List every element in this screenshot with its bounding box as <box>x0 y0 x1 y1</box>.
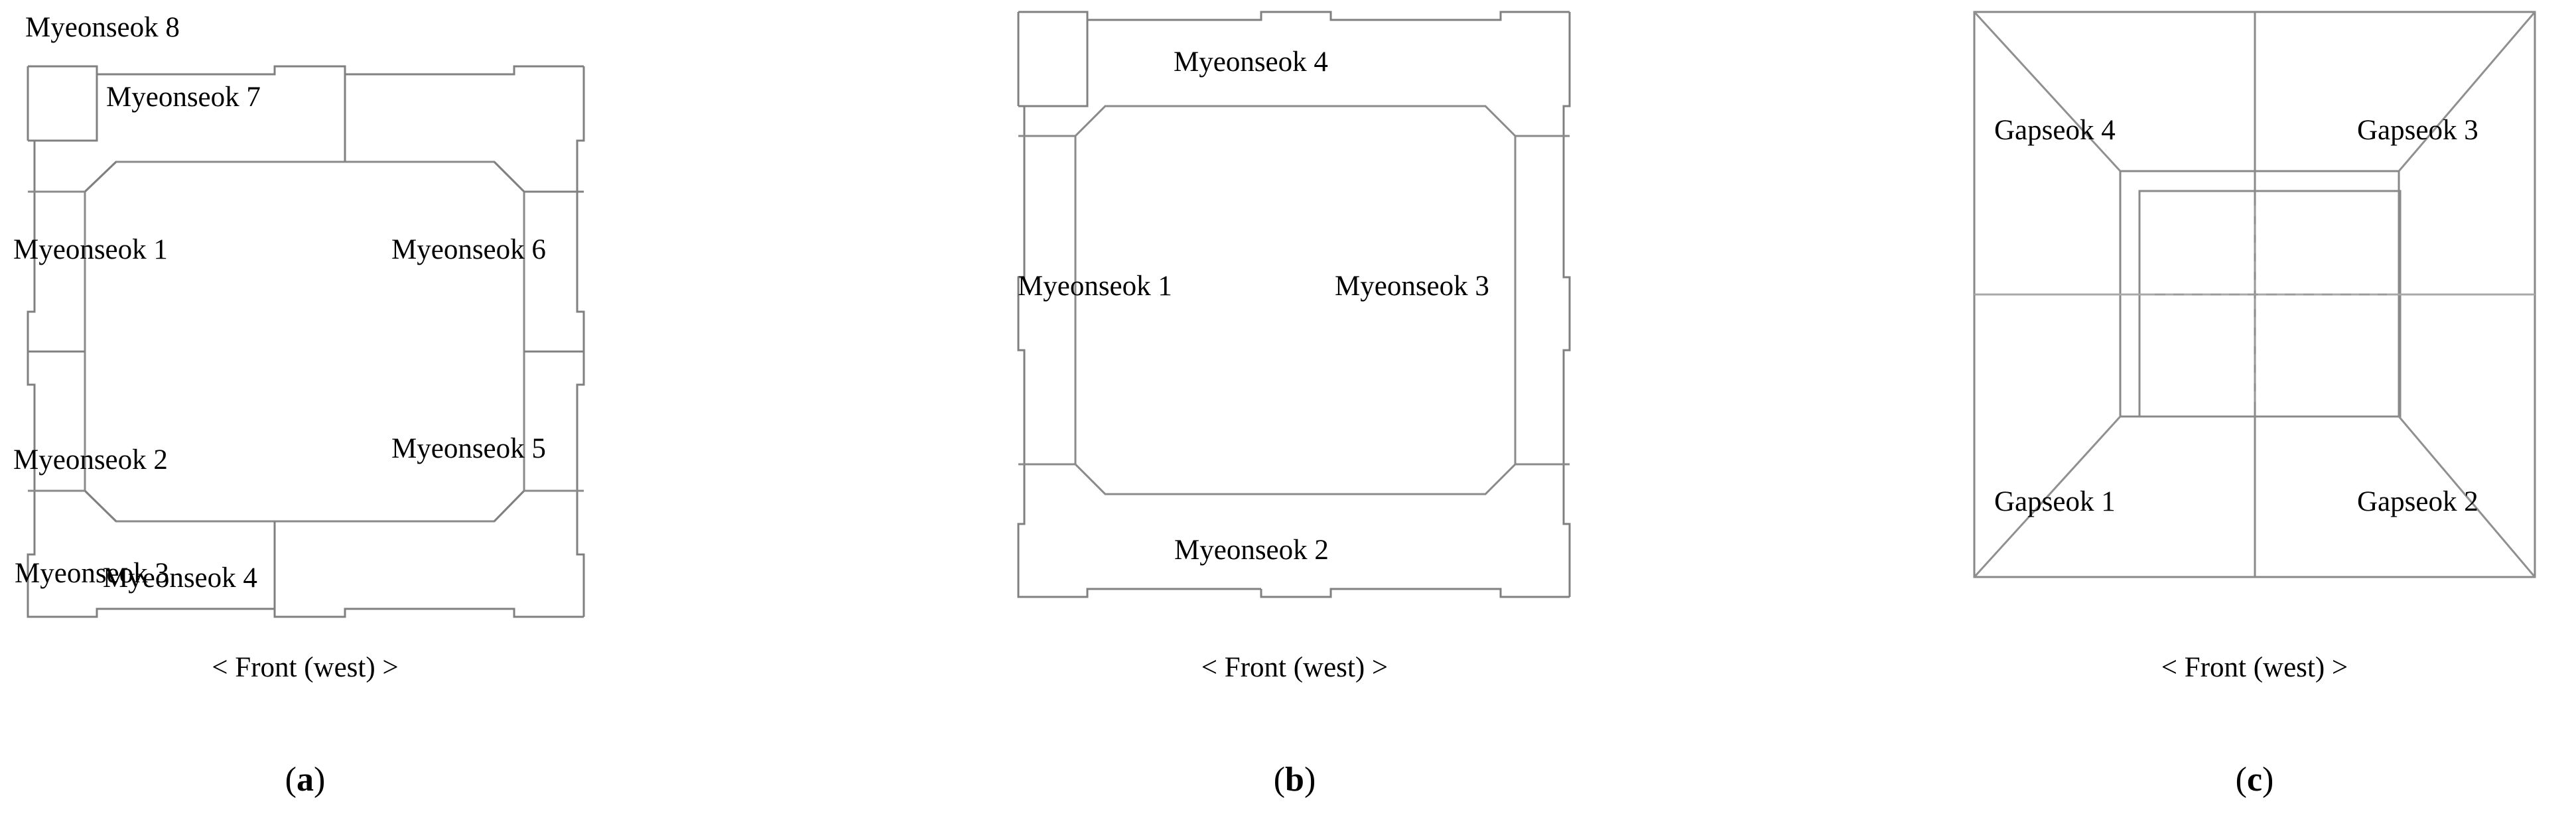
caption-front-west-a: < Front (west) > <box>212 652 399 683</box>
label-gapseok-3: Gapseok 3 <box>2357 115 2478 146</box>
outline-b-bottom-outer <box>1260 588 1570 598</box>
outline-bottom-outer <box>273 608 584 618</box>
chamfer-br <box>493 489 525 523</box>
diagonal-c-tl <box>1973 11 2122 172</box>
label-b-myeonseok-4: Myeonseok 4 <box>1174 46 1328 78</box>
label-gapseok-1: Gapseok 1 <box>1994 486 2116 517</box>
label-gapseok-2: Gapseok 2 <box>2357 486 2478 517</box>
figure-tag-a-letter: a <box>297 761 314 799</box>
outline-tl-outer <box>28 65 98 142</box>
outline-b-tl-outer <box>1018 11 1089 107</box>
diagonal-c-tr <box>2398 11 2536 172</box>
diagonal-c-br <box>2398 416 2536 578</box>
figure-tag-b-letter: b <box>1285 761 1304 799</box>
figure-tag-b: (b) <box>1273 761 1316 799</box>
panel-b-drawing <box>1017 11 1571 598</box>
label-gapseok-4: Gapseok 4 <box>1994 115 2116 146</box>
label-b-myeonseok-1: Myeonseok 1 <box>1018 271 1172 302</box>
panel-a: Myeonseok 8 Myeonseok 7 Myeonseok 1 Myeo… <box>0 0 858 837</box>
panel-b: Myeonseok 4 Myeonseok 1 Myeonseok 3 Myeo… <box>858 0 1717 837</box>
outline-c-inner-square <box>2138 190 2402 418</box>
label-myeonseok-4: Myeonseok 4 <box>103 562 257 594</box>
outline-right-outer <box>576 66 585 617</box>
outline-left-outer <box>27 139 36 617</box>
panel-c-drawing <box>1973 11 2536 578</box>
figure-tag-c: (c) <box>2235 761 2274 799</box>
label-myeonseok-8: Myeonseok 8 <box>25 12 180 43</box>
label-b-myeonseok-2: Myeonseok 2 <box>1174 535 1329 566</box>
panel-c: Gapseok 4 Gapseok 3 Gapseok 1 Gapseok 2 … <box>1717 0 2576 837</box>
label-myeonseok-2: Myeonseok 2 <box>13 444 168 476</box>
label-myeonseok-6: Myeonseok 6 <box>391 234 546 265</box>
diagonal-c-bl <box>1973 415 2122 578</box>
label-myeonseok-5: Myeonseok 5 <box>391 433 546 464</box>
label-b-myeonseok-3: Myeonseok 3 <box>1335 271 1489 302</box>
outline-b-left-outer <box>1017 105 1026 597</box>
outline-b-right-outer <box>1562 12 1571 597</box>
chamfer-bl <box>84 489 117 523</box>
outline-b-inner-ring <box>1074 105 1517 495</box>
outline-top-outer <box>97 65 584 76</box>
label-myeonseok-3: Myeonseok 3 <box>15 558 169 589</box>
chamfer-tl <box>84 161 117 193</box>
panel-a-drawing <box>27 65 585 618</box>
caption-front-west-b: < Front (west) > <box>1201 652 1389 683</box>
outline-bl-outer <box>27 554 275 618</box>
figure-tag-c-letter: c <box>2246 761 2263 799</box>
chamfer-tr <box>493 161 525 193</box>
label-myeonseok-7: Myeonseok 7 <box>106 82 261 113</box>
figure-tag-a: (a) <box>285 761 326 799</box>
label-myeonseok-1: Myeonseok 1 <box>13 234 168 265</box>
outline-b-bl-outer <box>1017 524 1261 598</box>
caption-front-west-c: < Front (west) > <box>2161 652 2348 683</box>
outline-b-top-outer <box>1087 11 1570 21</box>
